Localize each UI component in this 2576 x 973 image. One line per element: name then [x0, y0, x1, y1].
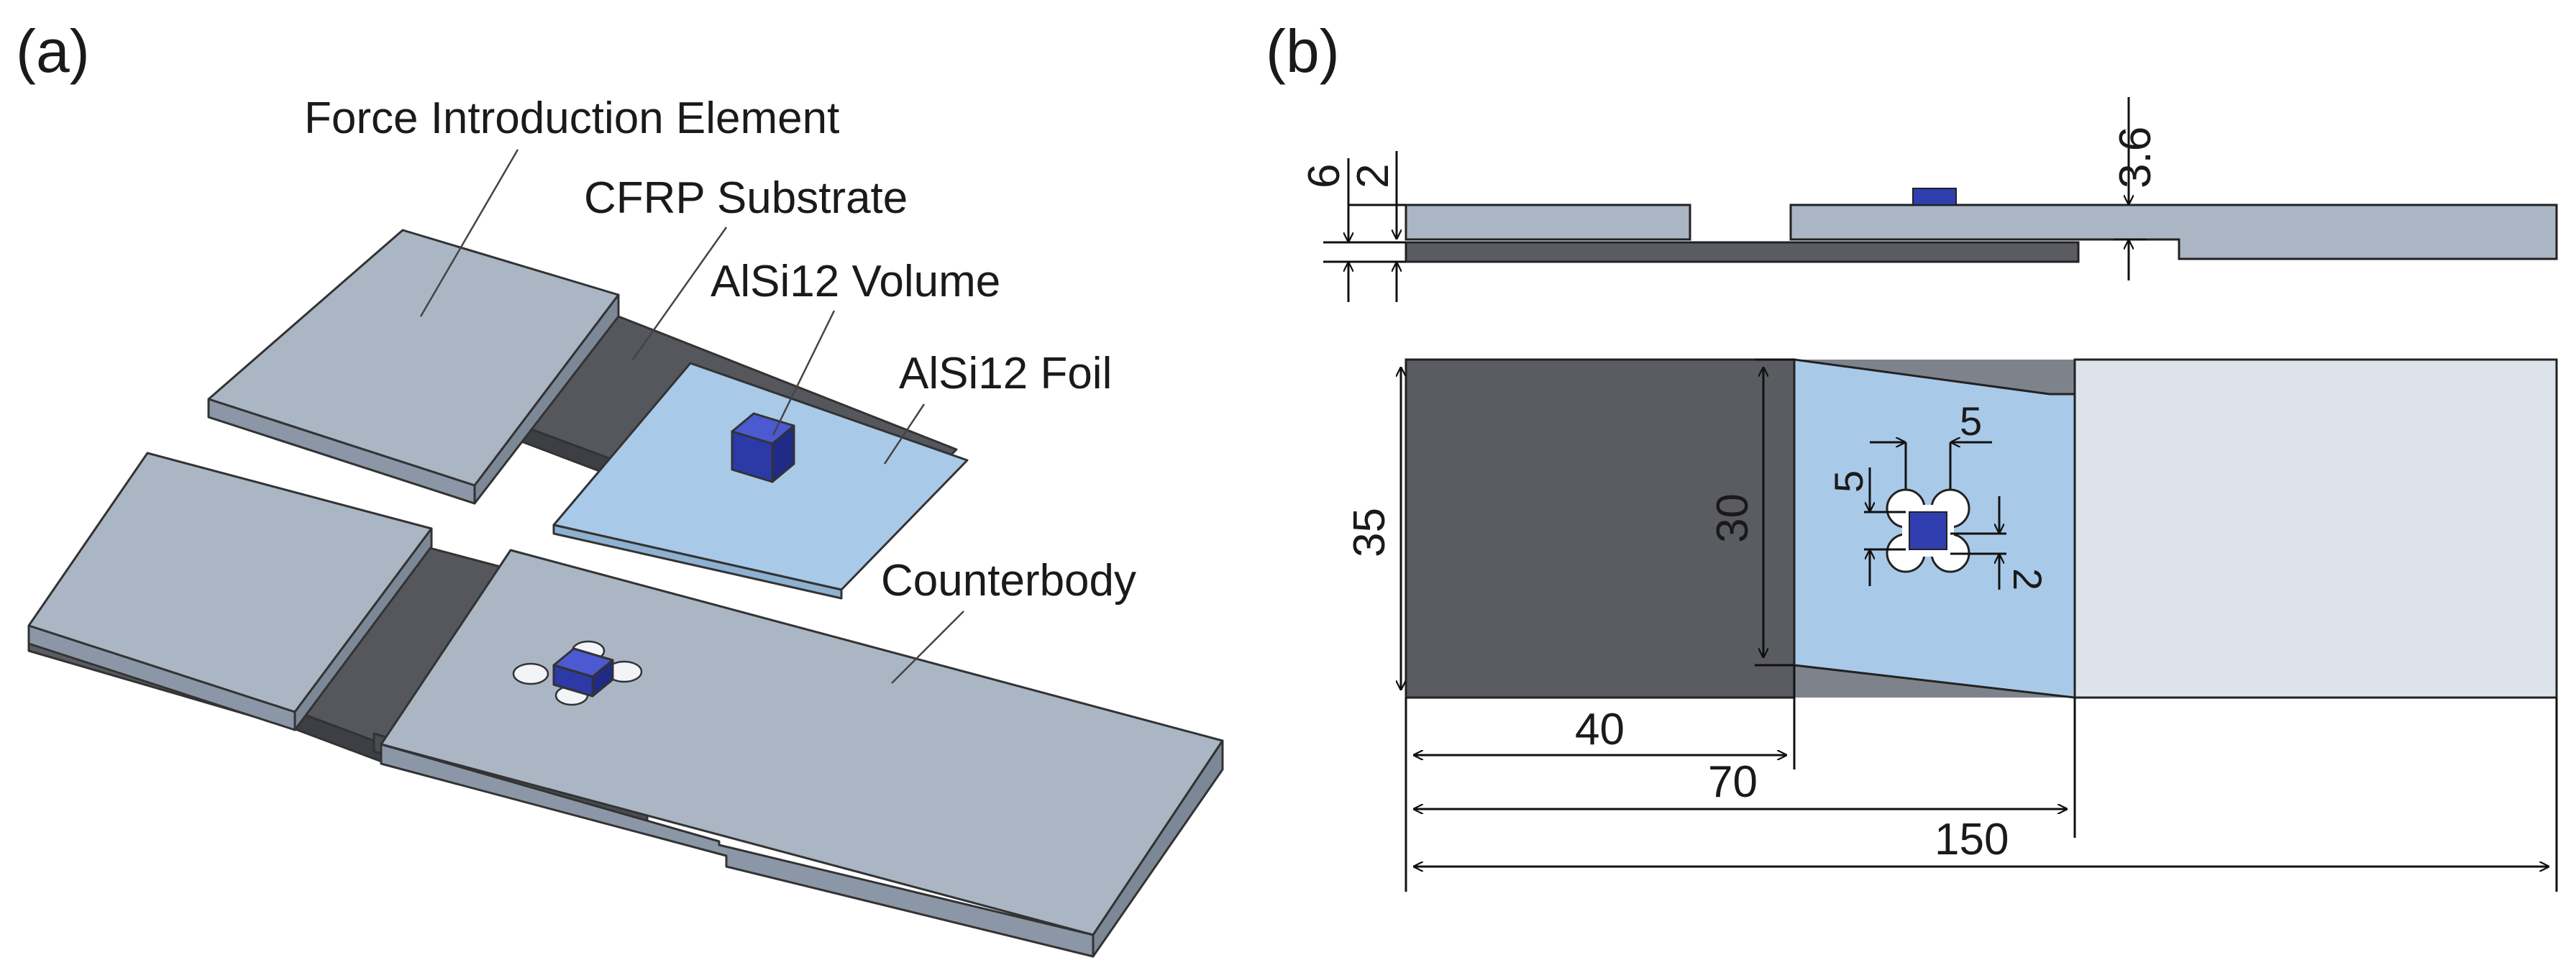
panel-a-label: (a)	[16, 17, 90, 85]
leader-cfrp-substrate	[631, 227, 728, 360]
dim-top-30: 30	[1708, 493, 1758, 543]
side-cfrp-substrate	[1405, 241, 2080, 263]
panel-b: (b) 6 2 3.6	[1266, 17, 2558, 892]
panel-b-label: (b)	[1266, 17, 1340, 85]
callout-alsi12-volume: AlSi12 Volume	[711, 257, 1000, 306]
side-force-introduction-element	[1405, 204, 1691, 241]
callout-counterbody: Counterbody	[881, 556, 1136, 606]
side-alsi12-volume	[1912, 188, 1957, 206]
top-alsi12-volume	[1909, 511, 1947, 550]
dim-top-5-left: 5	[1826, 470, 1871, 493]
callout-alsi12-foil: AlSi12 Foil	[899, 349, 1112, 398]
dim-top-70: 70	[1708, 757, 1758, 807]
panel-a: (a)	[16, 17, 1224, 958]
leader-alsi12-foil	[883, 403, 926, 465]
upper-force-introduction-element	[207, 229, 620, 505]
dim-side-2: 2	[1348, 164, 1398, 188]
top-cfrp-substrate	[1405, 358, 1796, 699]
leader-force-introduction-element	[419, 149, 519, 317]
leader-counterbody	[891, 611, 964, 684]
top-cross-cavity	[1886, 488, 1970, 573]
lower-alsi12-volume	[552, 647, 614, 698]
callout-cfrp-substrate: CFRP Substrate	[584, 173, 908, 223]
leader-alsi12-volume	[772, 310, 836, 436]
callout-force-introduction-element: Force Introduction Element	[304, 93, 839, 143]
side-counterbody	[1789, 204, 2558, 260]
upper-alsi12-volume	[731, 412, 795, 483]
side-view: 6 2 3.6	[1300, 97, 2558, 302]
dim-top-5-right: 5	[1960, 398, 1982, 444]
lower-counterbody	[380, 549, 1224, 958]
dim-top-150: 150	[1935, 815, 2009, 864]
dim-side-6: 6	[1300, 164, 1349, 188]
dim-top-40: 40	[1575, 705, 1625, 754]
dim-top-35: 35	[1345, 508, 1394, 557]
dim-top-2: 2	[2005, 568, 2050, 590]
top-view: 5 5 2 35 30 40	[1345, 358, 2558, 892]
lower-force-introduction-element	[27, 452, 433, 731]
dim-side-3-6: 3.6	[2111, 127, 2160, 188]
top-counterbody	[2073, 358, 2558, 699]
counterbody-cross-cavity	[512, 640, 643, 706]
